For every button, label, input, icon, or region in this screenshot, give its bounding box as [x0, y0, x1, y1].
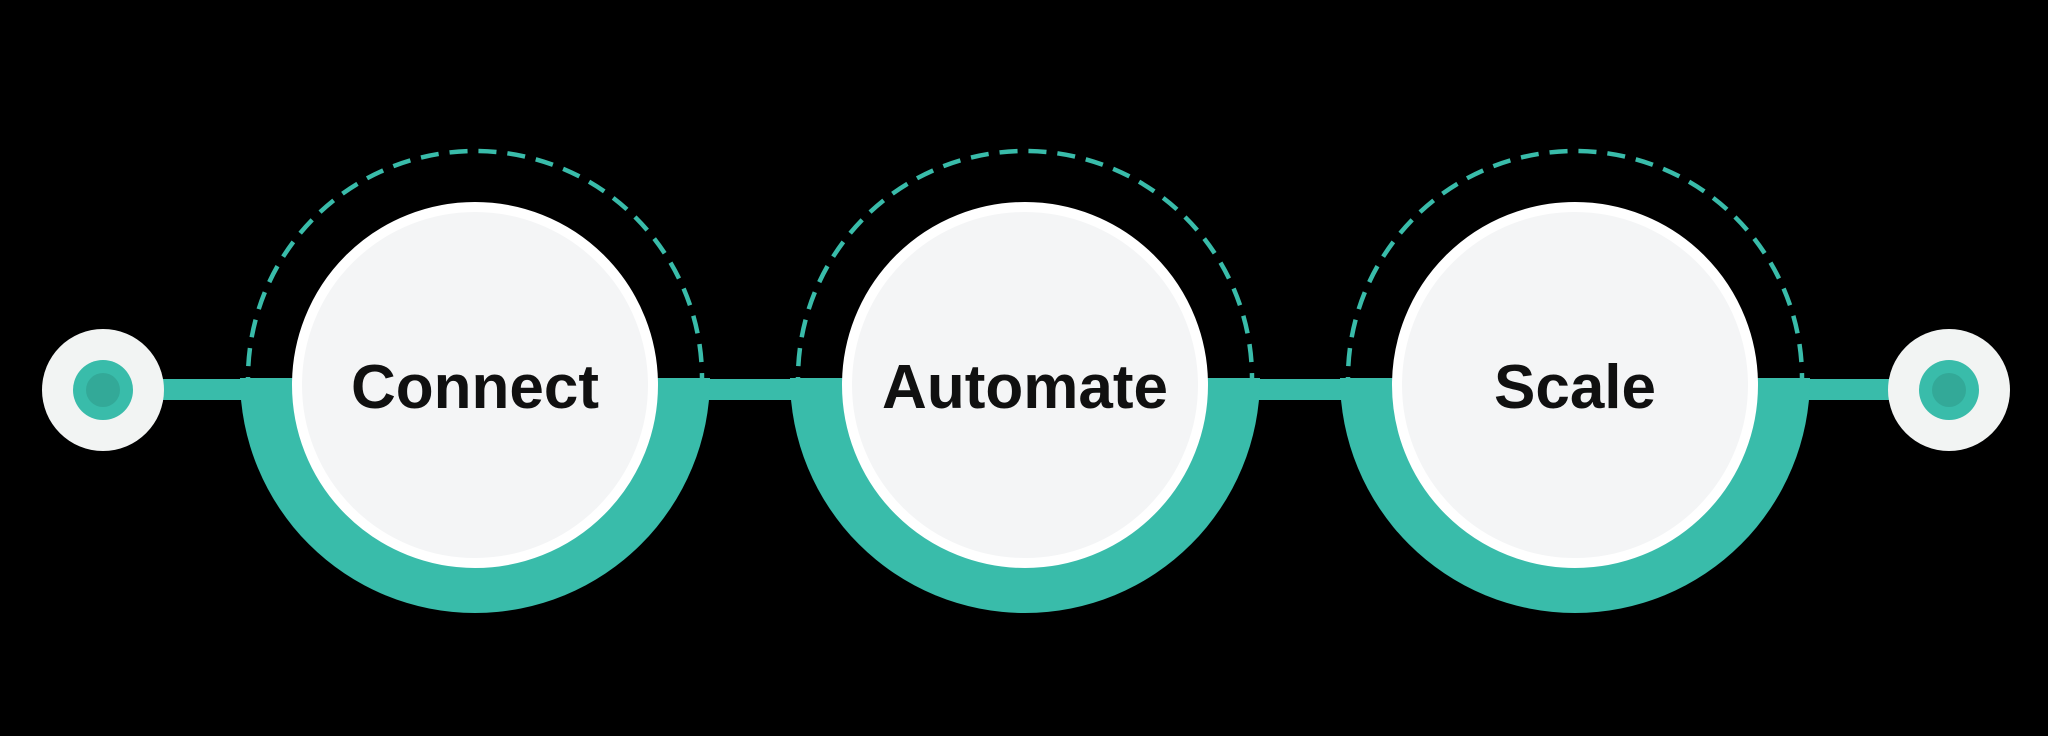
- endpoint-left: [42, 329, 164, 451]
- step-circle: [842, 202, 1208, 568]
- endpoint-dot: [1932, 373, 1966, 407]
- step-label: Connect: [351, 353, 599, 422]
- step-scale: Scale: [1340, 148, 1810, 613]
- endpoint-dot: [86, 373, 120, 407]
- step-circle: [292, 202, 658, 568]
- endpoint-right: [1888, 329, 2010, 451]
- step-automate: Automate: [790, 148, 1260, 613]
- step-label: Automate: [882, 353, 1168, 422]
- step-connect: Connect: [240, 148, 710, 613]
- step-label: Scale: [1494, 353, 1656, 422]
- step-circle: [1392, 202, 1758, 568]
